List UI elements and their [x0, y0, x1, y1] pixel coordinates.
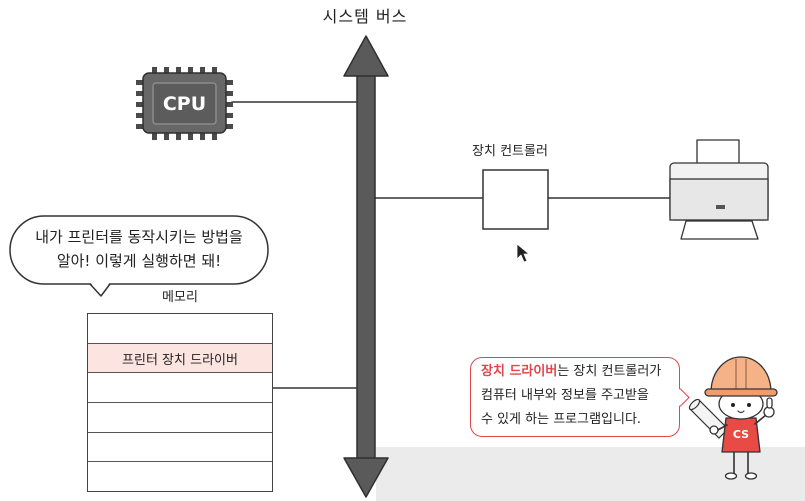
memory-label: 메모리	[162, 290, 198, 305]
speech-bubble-body	[9, 215, 269, 285]
cpu-pin	[188, 67, 193, 74]
memory-row	[88, 431, 272, 462]
cpu-pin	[152, 67, 157, 74]
cpu-pin	[226, 91, 233, 96]
cpu-pin	[226, 102, 233, 107]
cpu-pin	[136, 113, 143, 118]
mascot-right-arm	[754, 414, 767, 425]
hard-hat-icon	[710, 356, 772, 394]
cpu-pin	[136, 91, 143, 96]
printer-front-panel	[669, 178, 769, 221]
cpu-pin	[136, 124, 143, 129]
cpu-pin	[188, 133, 193, 140]
cpu-pin	[164, 133, 169, 140]
cpu-pin	[164, 67, 169, 74]
cpu-pin	[176, 67, 181, 74]
cpu-chip-icon: CPU	[136, 67, 233, 140]
cpu-pin	[136, 80, 143, 85]
memory-row	[88, 314, 272, 343]
speech-bubble-tail	[89, 283, 111, 297]
cpu-pins	[136, 67, 233, 140]
mascot-mouth	[737, 410, 745, 414]
hard-hat-brim	[704, 388, 778, 397]
printer-icon	[669, 139, 769, 240]
cpu-pin	[212, 133, 217, 140]
speech-bubble-line: 알아! 이렇게 실행하면 돼!	[56, 252, 222, 270]
info-callout: 장치 드라이버는 장치 컨트롤러가 컴퓨터 내부와 정보를 주고받을 수 있게 …	[470, 357, 680, 437]
cpu-pin	[226, 80, 233, 85]
cpu-pin	[200, 133, 205, 140]
mascot-character: CS	[688, 356, 778, 480]
speech-bubble-shape	[9, 215, 269, 297]
memory-table: 프린터 장치 드라이버	[87, 313, 273, 492]
memory-row	[88, 372, 272, 402]
mascot-left-hand	[709, 425, 719, 435]
cpu-pin	[226, 124, 233, 129]
thumbs-up-icon	[766, 397, 773, 409]
cpu-pin	[200, 67, 205, 74]
system-bus-title: 시스템 버스	[322, 7, 408, 26]
cpu-pin	[176, 133, 181, 140]
hard-hat-ridge	[735, 359, 747, 391]
info-line-3: 수 있게 하는 프로그램입니다.	[481, 412, 642, 427]
rolled-paper-end	[688, 398, 701, 411]
mascot-badge: CS	[733, 428, 749, 441]
info-line-2: 컴퓨터 내부와 정보를 주고받을	[481, 388, 649, 403]
memory-row	[88, 461, 272, 491]
info-line-1: 장치 드라이버는 장치 컨트롤러가	[481, 360, 679, 384]
cpu-label: CPU	[163, 93, 206, 115]
bus-connectors	[231, 101, 671, 389]
mascot-left-eye	[731, 403, 735, 407]
speech-bubble-text: 내가 프린터를 동작시키는 방법을 알아! 이렇게 실행하면 돼!	[10, 225, 268, 273]
mascot-right-foot	[744, 472, 758, 480]
cpu-pin	[212, 67, 217, 74]
device-controller-label: 장치 컨트롤러	[472, 144, 548, 159]
cpu-pin	[226, 113, 233, 118]
mascot-right-eye	[747, 403, 751, 407]
cpu-pin	[136, 102, 143, 107]
memory-row: 프린터 장치 드라이버	[88, 342, 272, 373]
info-line-1-rest: 는 장치 컨트롤러가	[557, 364, 662, 379]
bus-arrowhead-top	[343, 35, 389, 77]
system-bus-arrow	[343, 35, 389, 498]
bus-shaft	[356, 69, 376, 463]
memory-row	[88, 402, 272, 432]
printer-output-tray	[680, 220, 759, 240]
mascot-left-foot	[724, 472, 738, 480]
cpu-chip-die	[152, 82, 217, 125]
speech-bubble-tail-fill	[90, 282, 110, 296]
printer-indicator	[716, 205, 725, 209]
speech-bubble-line: 내가 프린터를 동작시키는 방법을	[35, 228, 243, 246]
device-controller-box	[482, 169, 549, 230]
mouse-cursor-icon	[516, 243, 530, 263]
cpu-pin	[152, 133, 157, 140]
floor-area	[376, 447, 805, 501]
info-highlight-term: 장치 드라이버	[481, 364, 558, 379]
bus-arrowhead-bottom	[343, 457, 389, 498]
